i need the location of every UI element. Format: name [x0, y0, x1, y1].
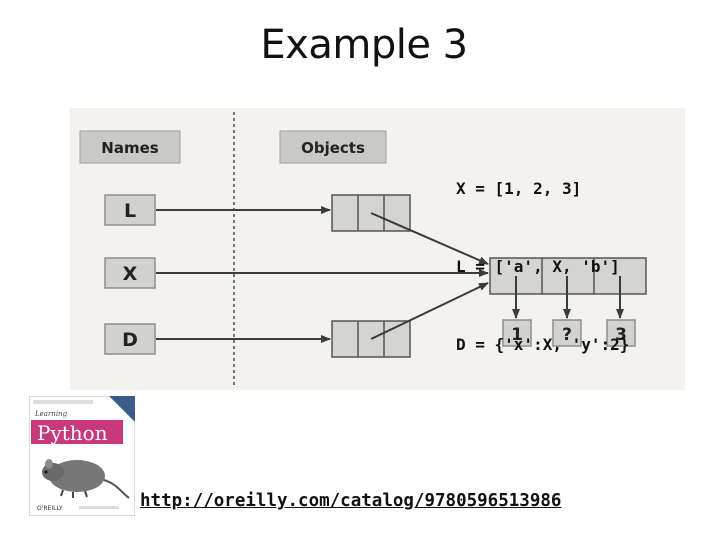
- arrow-Lcell-to-X: [370, 212, 489, 265]
- arrow-Dcell-to-X: [370, 282, 489, 340]
- svg-text:X: X: [123, 263, 138, 285]
- svg-text:?: ?: [562, 325, 572, 345]
- name-box-L: L: [104, 194, 156, 226]
- book-small-title: Learning: [34, 410, 68, 418]
- value-box-3: 3: [606, 319, 636, 347]
- value-box-1: 1: [502, 319, 532, 347]
- svg-text:3: 3: [615, 325, 627, 345]
- svg-text:D: D: [122, 329, 138, 351]
- svg-text:L: L: [124, 200, 136, 222]
- slide-title: Example 3: [260, 22, 468, 68]
- code-line: D = {'x':X, 'y':2}: [456, 335, 630, 354]
- names-heading: Names: [101, 139, 158, 157]
- book-cover-image: Learning Python O'REILLY: [29, 396, 135, 516]
- book-publisher: O'REILLY: [37, 505, 63, 512]
- catalog-url-link[interactable]: http://oreilly.com/catalog/9780596513986: [140, 491, 562, 511]
- name-box-X: X: [104, 257, 156, 289]
- names-heading-tab: Names: [79, 130, 181, 164]
- code-line: X = [1, 2, 3]: [456, 179, 582, 198]
- code-block: X = [1, 2, 3] L = ['a', X, 'b'] D = {'x'…: [456, 124, 629, 384]
- book-title: Python: [37, 421, 108, 445]
- objects-heading: Objects: [301, 139, 365, 157]
- code-line: L = ['a', X, 'b']: [456, 257, 620, 276]
- rat-illustration: [42, 459, 130, 499]
- objects-heading-tab: Objects: [279, 130, 387, 164]
- svg-text:1: 1: [511, 325, 523, 345]
- name-box-D: D: [104, 323, 156, 355]
- value-box-2: ?: [552, 319, 582, 347]
